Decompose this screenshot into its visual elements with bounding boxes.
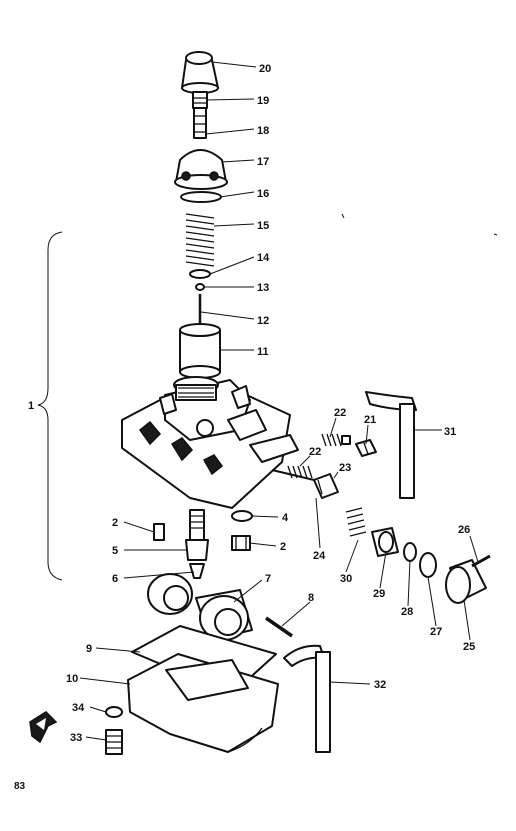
part-1-carburetor-body bbox=[121, 376, 299, 509]
callout-28: 28 bbox=[401, 606, 413, 618]
part-16-gasket bbox=[180, 191, 222, 203]
callout-2-right: 2 bbox=[280, 541, 286, 553]
part-2-plug-left bbox=[153, 523, 165, 541]
part-6-float-valve bbox=[189, 563, 205, 579]
part-4-gasket bbox=[231, 510, 253, 522]
part-13-clip bbox=[195, 283, 205, 291]
part-22-throttle-screw-spring bbox=[287, 465, 313, 479]
callout-27: 27 bbox=[430, 626, 442, 638]
part-11-throttle-valve bbox=[179, 323, 221, 379]
part-8-float-pin bbox=[265, 616, 293, 638]
part-30-spring bbox=[345, 507, 367, 537]
callout-14: 14 bbox=[257, 252, 270, 264]
part-34-washer bbox=[105, 706, 123, 718]
callout-1: 1 bbox=[28, 400, 34, 412]
part-25-starter-knob bbox=[445, 554, 491, 604]
part-22-pilot-spring bbox=[321, 433, 351, 447]
part-21-pilot-air-screw bbox=[355, 439, 377, 457]
part-7-float bbox=[147, 573, 253, 641]
part-10-float-chamber bbox=[127, 653, 279, 753]
part-19-adjuster bbox=[192, 91, 208, 109]
callout-24: 24 bbox=[313, 550, 326, 562]
callout-17: 17 bbox=[257, 156, 269, 168]
callout-9: 9 bbox=[86, 643, 92, 655]
bracket-item-1 bbox=[37, 231, 63, 581]
callout-12: 12 bbox=[257, 315, 269, 327]
callout-8: 8 bbox=[308, 592, 314, 604]
callout-26: 26 bbox=[458, 524, 470, 536]
part-26-starter-pin bbox=[471, 554, 491, 568]
part-18-locknut bbox=[193, 107, 207, 139]
part-20-cap bbox=[181, 51, 219, 94]
callout-22-lower: 22 bbox=[309, 446, 321, 458]
callout-4: 4 bbox=[282, 512, 289, 524]
callout-29: 29 bbox=[373, 588, 385, 600]
part-28-washer bbox=[403, 542, 417, 562]
callout-34: 34 bbox=[72, 702, 85, 714]
part-33-drain-screw bbox=[105, 729, 123, 755]
callout-18: 18 bbox=[257, 125, 269, 137]
part-15-spring bbox=[185, 212, 215, 270]
callout-25: 25 bbox=[463, 641, 475, 653]
callout-11: 11 bbox=[257, 346, 269, 358]
part-3-needle-jet bbox=[231, 535, 251, 551]
part-29-plunger-nut bbox=[371, 527, 399, 557]
callout-32: 32 bbox=[374, 679, 386, 691]
callout-23: 23 bbox=[339, 462, 351, 474]
part-5-main-jet bbox=[185, 509, 209, 561]
callout-19: 19 bbox=[257, 95, 269, 107]
callout-13: 13 bbox=[257, 282, 269, 294]
part-32-drain-tube bbox=[283, 644, 331, 753]
callout-7: 7 bbox=[265, 573, 271, 585]
part-23-throttle-stop-screw bbox=[271, 469, 339, 499]
callout-21: 21 bbox=[364, 414, 376, 426]
callout-33: 33 bbox=[70, 732, 82, 744]
part-24-screw-shaft bbox=[271, 469, 315, 481]
part-14-retainer bbox=[189, 269, 211, 279]
callout-2-left: 2 bbox=[112, 517, 118, 529]
callout-5: 5 bbox=[112, 545, 118, 557]
callout-22-upper: 22 bbox=[334, 407, 346, 419]
callout-15: 15 bbox=[257, 220, 269, 232]
part-31-overflow-tube bbox=[365, 391, 417, 499]
callout-30: 30 bbox=[340, 573, 352, 585]
part-17-chamber-top bbox=[174, 149, 228, 190]
part-27-o-ring bbox=[419, 552, 437, 578]
callout-20: 20 bbox=[259, 63, 271, 75]
page-number: 83 bbox=[14, 781, 26, 792]
callout-16: 16 bbox=[257, 188, 269, 200]
callout-31: 31 bbox=[444, 426, 456, 438]
callout-10: 10 bbox=[66, 673, 78, 685]
direction-arrow-icon bbox=[29, 711, 58, 744]
callout-6: 6 bbox=[112, 573, 118, 585]
